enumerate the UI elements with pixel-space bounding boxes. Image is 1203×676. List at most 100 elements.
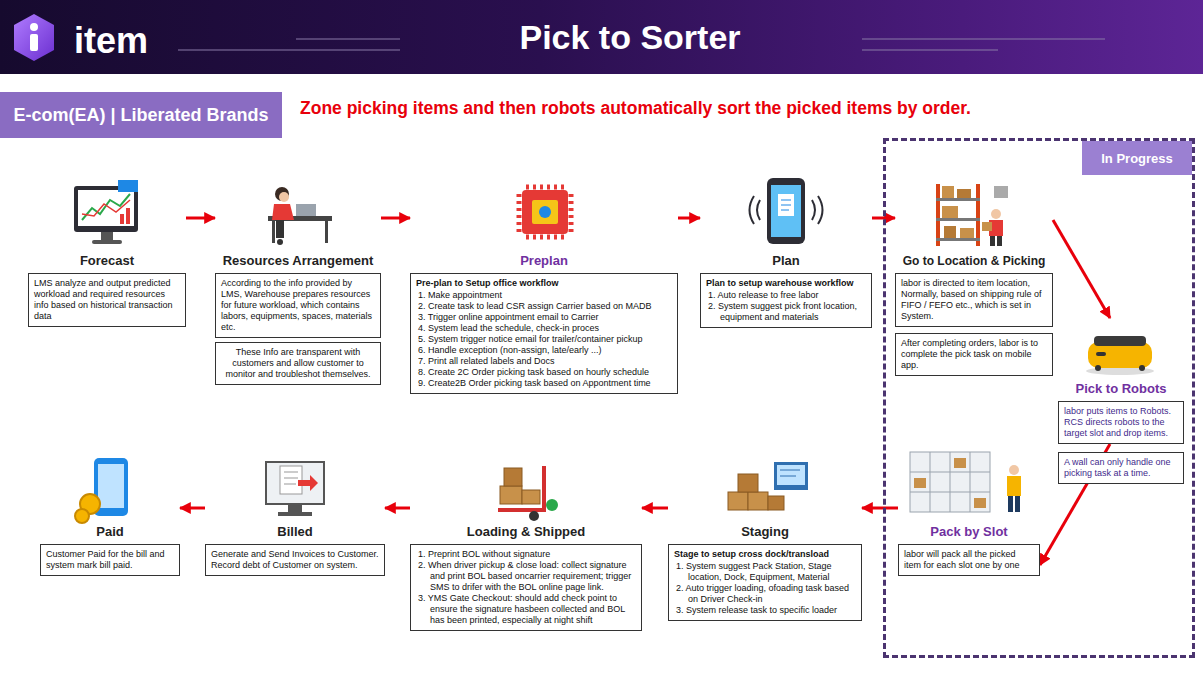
list-item: 1. Auto release to free labor [706,290,866,301]
icon-part [529,511,539,521]
icon-part [30,23,38,31]
icon-part [30,34,38,51]
status-region: In ProgressGo to Location & Pickinglabor… [883,138,1195,658]
icon-part [942,186,954,198]
icon-part [738,474,758,492]
icon-part [1008,496,1013,512]
box-title: Stage to setup cross dock/transload [674,549,856,560]
icon-part [296,204,316,216]
icon-part [936,184,940,246]
step-heading: Go to Location & Picking [895,252,1053,270]
process-step: StagingStage to setup cross dock/translo… [668,455,862,621]
icon-part [910,452,990,512]
page-title: Pick to Sorter [420,17,840,57]
step-heading: Paid [40,523,180,541]
list-item: 4. System lead the schedule, check-in pr… [416,323,672,334]
process-step: PlanPlan to setup warehouse workflow1. A… [700,180,872,328]
picking-icon [936,184,1008,246]
icon-part [976,184,980,246]
icon-part [780,476,796,477]
step-text: LMS analyze and output predicted workloa… [34,278,180,322]
icon-part [954,458,966,468]
icon-part [504,468,522,486]
pack-icon [910,452,1021,512]
icon-part [774,462,808,490]
description-box: Generate and Send Invoices to Customer. … [205,544,385,576]
icon-part [781,200,791,201]
icon-part [767,178,805,244]
description-box: According to the info provided by LMS, W… [215,273,381,338]
icon-part [750,196,755,224]
icon-part [991,209,1001,219]
icon-part [818,196,823,224]
icon-part [942,206,958,218]
icon-part [272,221,275,243]
step-text: Generate and Send Invoices to Customer. … [211,549,379,571]
flow-arrow [385,507,410,510]
step-heading: Forecast [28,252,186,270]
list-item: 7. Print all related labels and Docs [416,356,672,367]
icon-part [517,194,522,232]
step-heading: Pack by Slot [898,523,1040,541]
icon-part [325,221,328,243]
icon-part [75,509,89,523]
note-box: A wall can only handle one picking task … [1058,452,1184,484]
list-item: 3. YMS Gate Checkout: should add check p… [416,593,636,626]
flow-arrow [678,217,700,220]
icon-part [936,198,980,201]
box-title: Pre-plan to Setup office workflow [416,278,672,289]
description-box: LMS analyze and output predicted workloa… [28,273,186,327]
icon-part [284,484,296,485]
icon-part [272,204,294,220]
icon-part [970,452,971,512]
step-heading: Preplan [410,252,678,270]
icon-part [982,222,992,231]
icon-part [780,470,800,471]
list-item: 2. When driver pickup & close load: coll… [416,560,636,593]
icon-part [960,228,974,238]
description-box: After completing orders, labor is to com… [895,333,1053,376]
process-step: Pack by Slot labor will pack all the pick… [898,445,1040,576]
process-step: Go to Location & Picking labor is directe… [895,180,1053,327]
icon-part [994,186,1008,198]
icon-part [781,210,789,211]
step-text: labor will pack all the picked item for … [904,549,1034,571]
icon-part [275,187,289,201]
icon-part [930,452,931,512]
icon-part [278,512,312,516]
icon-part [1096,352,1106,356]
icon-part [862,50,998,51]
icon-part [101,232,113,240]
icon-part [936,238,980,241]
icon-part [539,206,551,218]
icon-part [266,462,324,504]
icon-part [526,185,564,190]
description-box: Plan to setup warehouse workflow1. Auto … [700,273,872,328]
icon-part [1007,476,1021,496]
icon-part [771,185,801,237]
forecast-icon [74,180,138,244]
icon-part [777,465,805,485]
icon-part [748,492,768,510]
step-text: labor puts items to Robots. RCS directs … [1064,406,1178,439]
icon-part [500,486,522,504]
process-step: PaidCustomer Paid for the bill and syste… [40,455,180,576]
icon-part [944,226,956,238]
icon-part [1139,365,1145,371]
step-text: labor is directed to item location, Norm… [901,278,1047,322]
list-item: 1. Make appointment [416,290,672,301]
icon-part [974,498,986,508]
brand-band: E-com(EA) | Liberated Brands [0,92,282,138]
icon-part [296,39,400,40]
description-box: Customer Paid for the bill and system ma… [40,544,180,576]
preplan-icon [519,187,571,237]
icon-part [997,236,1002,246]
description-box: A wall can only handle one picking task … [1058,452,1184,484]
description-box: These Info are transparent with customer… [215,342,381,385]
icon-part [862,39,1105,40]
flow-arrow [381,217,410,220]
robot-icon [1086,336,1154,375]
icon-part [522,190,568,234]
description-box: labor puts items to Robots. RCS directs … [1058,401,1184,444]
